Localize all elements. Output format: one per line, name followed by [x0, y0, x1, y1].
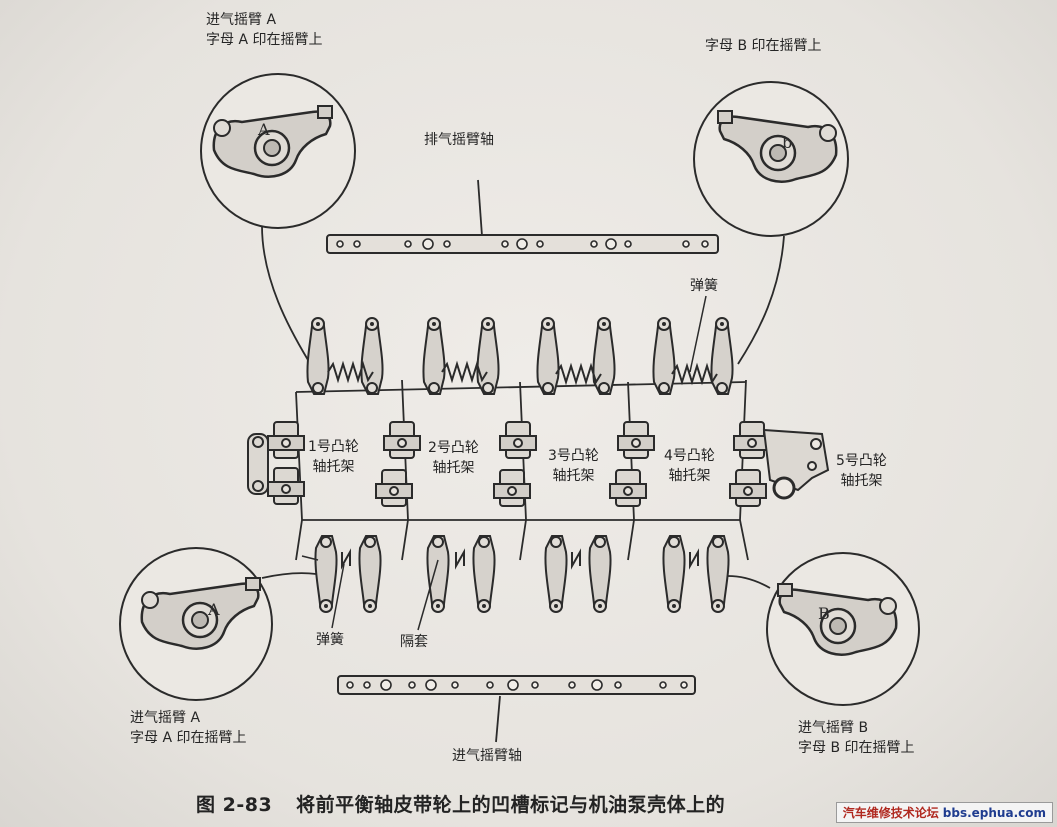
exhaust-rocker-shaft: [326, 179, 719, 254]
callout-bottom-left: 进气摇臂 A 字母 A 印在摇臂上: [130, 708, 246, 748]
callout-bottom-left-line1: 进气摇臂 A: [130, 710, 201, 726]
figure-caption: 图 2-83 将前平衡轴皮带轮上的凹槽标记与机油泵壳体上的: [196, 790, 725, 817]
callout-bottom-right-line2: 字母 B 印在摇臂上: [798, 740, 915, 756]
callout-top-right: 字母 B 印在摇臂上: [705, 36, 822, 56]
bracket-1-line2: 轴托架: [312, 459, 355, 475]
callout-top-left-line1: 进气摇臂 A: [206, 12, 277, 28]
top-left-detail: A: [200, 73, 356, 361]
bottom-left-detail: A: [119, 547, 317, 701]
bracket-3-line1: 3号凸轮: [548, 448, 599, 464]
spring-top-label: 弹簧: [690, 278, 718, 294]
bracket-5-line2: 轴托架: [840, 473, 883, 489]
bracket-3-label: 3号凸轮 轴托架: [548, 446, 599, 486]
callout-top-left: 进气摇臂 A 字母 A 印在摇臂上: [206, 10, 322, 50]
bracket-5-line1: 5号凸轮: [836, 453, 887, 469]
bracket-4-label: 4号凸轮 轴托架: [664, 446, 715, 486]
watermark-site: 汽车维修技术论坛: [842, 806, 939, 820]
bracket-3-line2: 轴托架: [552, 468, 595, 484]
callout-bottom-right-line1: 进气摇臂 B: [798, 720, 869, 736]
bracket-5-label: 5号凸轮 轴托架: [836, 451, 887, 491]
callout-top-right-line1: 字母 B 印在摇臂上: [705, 38, 822, 54]
figure-number: 图 2-83: [196, 794, 273, 816]
bracket-2-line1: 2号凸轮: [428, 440, 479, 456]
detail-letter-tr: b: [782, 133, 792, 152]
leader-lines: [301, 295, 707, 631]
bracket-1-label: 1号凸轮 轴托架: [308, 437, 359, 477]
spring-bottom-label: 弹簧: [316, 632, 344, 648]
bracket-2-label: 2号凸轮 轴托架: [428, 438, 479, 478]
watermark-url: bbs.ephua.com: [942, 806, 1046, 820]
bracket-4-line2: 轴托架: [668, 468, 711, 484]
top-right-detail: b: [693, 81, 849, 365]
intake-springs: [341, 548, 699, 570]
intake-rocker-shaft: [337, 675, 696, 743]
callout-bottom-left-line2: 字母 A 印在摇臂上: [130, 730, 247, 746]
intake-shaft-label: 进气摇臂轴: [452, 748, 522, 764]
bottom-right-detail: B: [727, 552, 920, 706]
bracket-1-line1: 1号凸轮: [308, 439, 359, 455]
exhaust-shaft-label: 排气摇臂轴: [424, 132, 494, 148]
callout-top-left-line2: 字母 A 印在摇臂上: [206, 32, 323, 48]
spacer-label: 隔套: [400, 634, 428, 650]
detail-letter-bl: A: [207, 600, 220, 619]
bracket-4-line1: 4号凸轮: [664, 448, 715, 464]
bracket-2-line2: 轴托架: [432, 460, 475, 476]
detail-letter-br: B: [818, 604, 830, 623]
callout-bottom-right: 进气摇臂 B 字母 B 印在摇臂上: [798, 718, 915, 758]
side-brackets: [247, 428, 830, 500]
detail-letter-tl: A: [257, 120, 270, 139]
figure-caption-text: 将前平衡轴皮带轮上的凹槽标记与机油泵壳体上的: [296, 794, 726, 816]
